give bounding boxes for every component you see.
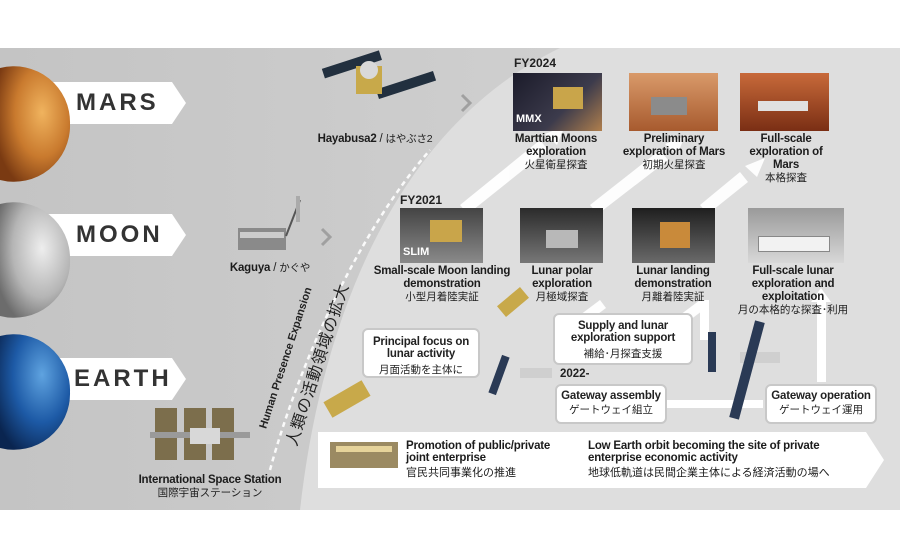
lunar-fullscale-photo	[748, 208, 844, 263]
iss-station	[150, 408, 250, 460]
slim-badge: SLIM	[403, 246, 430, 258]
lunar-polar-photo	[520, 208, 603, 263]
expansion-curve	[300, 48, 900, 510]
mmx-badge: MMX	[516, 113, 542, 125]
mars-step-1: Marttian Moons exploration 火星衛星探査	[514, 133, 598, 171]
earth-label: EARTH	[74, 365, 172, 392]
slim-photo: SLIM	[400, 208, 483, 263]
leo-label: Low Earth orbit becoming the site of pri…	[588, 440, 830, 479]
htv-spacecraft	[323, 286, 529, 468]
hayabusa2-spacecraft	[321, 50, 437, 100]
mars-fullscale-photo	[740, 73, 829, 131]
promotion-label: Promotion of public/private joint enterp…	[406, 440, 551, 479]
mars-preliminary-photo	[629, 73, 718, 131]
moon-step-1: Small-scale Moon landing demonstration 小…	[373, 265, 511, 303]
principal-focus-box: Principal focus on lunar activity 月面活動を主…	[362, 328, 480, 378]
gateway-assembly-box: Gateway assembly ゲートウェイ組立	[555, 384, 667, 424]
lunar-landing-photo	[632, 208, 715, 263]
expansion-arrow-line	[268, 149, 431, 471]
hayabusa2-label: Hayabusa2 / はやぶさ2	[317, 133, 433, 145]
fy2024-label: FY2024	[514, 56, 557, 70]
kaguya-spacecraft	[238, 196, 301, 250]
moon-step-3: Lunar landing demonstration 月離着陸実証	[634, 265, 712, 303]
gateway-station	[488, 320, 780, 420]
year-2022-label: 2022-	[560, 368, 590, 380]
chevron-icon	[460, 93, 473, 113]
moon-label: MOON	[76, 221, 163, 248]
mmx-photo: MMX	[513, 73, 602, 131]
leo-arrow	[572, 432, 884, 488]
mars-step-3: Full-scale exploration of Mars 本格探査	[749, 133, 823, 184]
moon-step-4: Full-scale lunar exploration and exploit…	[737, 265, 849, 316]
iss-label: International Space Station 国際宇宙ステーション	[138, 474, 282, 499]
gateway-operation-box: Gateway operation ゲートウェイ運用	[765, 384, 877, 424]
mars-label: MARS	[76, 89, 159, 116]
fy2021-label: FY2021	[400, 193, 443, 207]
chevron-icon	[320, 227, 333, 247]
mars-step-2: Preliminary exploration of Mars 初期火星探査	[622, 133, 726, 171]
kaguya-label: Kaguya / かぐや	[229, 262, 311, 274]
moon-step-2: Lunar polar exploration 月極域探査	[531, 265, 593, 303]
supply-box: Supply and lunar exploration support 補給･…	[553, 313, 693, 365]
